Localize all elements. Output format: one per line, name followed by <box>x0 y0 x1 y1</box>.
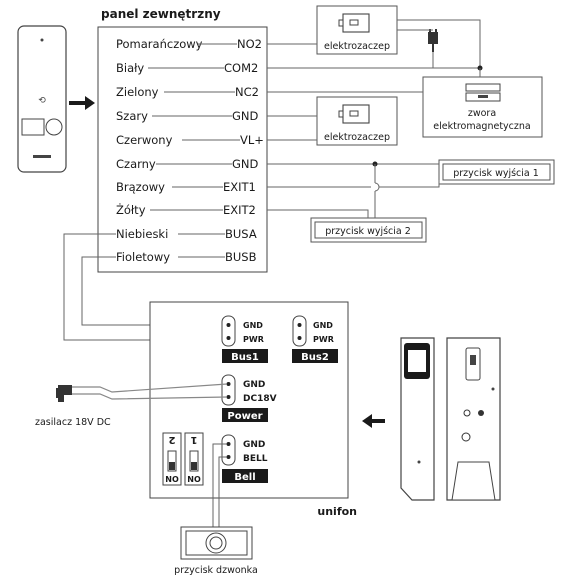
wire-color-label: Żółty <box>116 202 146 217</box>
arrow-left-icon <box>362 414 385 428</box>
plug-icon <box>428 29 438 52</box>
svg-text:⟲: ⟲ <box>38 96 46 106</box>
exit-button-2-label: przycisk wyjścia 2 <box>325 226 411 237</box>
wire-terminal-label: VL+ <box>240 133 264 147</box>
power-tag: Power <box>227 411 262 422</box>
exit-button-2: przycisk wyjścia 2 <box>310 217 427 243</box>
wire-color-label: Brązowy <box>116 180 165 194</box>
strike-label: elektrozaczep <box>324 41 390 52</box>
wire-color-label: Biały <box>116 61 144 75</box>
wire-terminal-label: EXIT2 <box>223 203 256 217</box>
wire-terminal-label: BUSB <box>225 250 257 264</box>
wire-terminal-label: EXIT1 <box>223 180 256 194</box>
wire-row-9: Fioletowy BUSB <box>116 250 257 264</box>
wire-row-8: Niebieski BUSA <box>116 227 257 241</box>
bell-pin2: BELL <box>243 454 268 464</box>
electromagnetic-lock: zwora elektromagnetyczna <box>422 76 543 138</box>
electric-strike-1: elektrozaczep <box>316 5 398 55</box>
wire-terminal-label: NC2 <box>235 85 259 99</box>
outdoor-panel-device: ⟲ <box>17 25 67 173</box>
handset-back <box>446 337 501 501</box>
dip-switch-1-state: NO <box>187 475 201 484</box>
bus1-pin2: PWR <box>243 335 264 344</box>
power-pin2: DC18V <box>243 394 277 404</box>
bus2-tag: Bus2 <box>301 352 329 363</box>
wire-row-4: Czerwony VL+ <box>116 133 264 147</box>
bell-terminal: GND BELL Bell <box>221 434 268 483</box>
wire-color-label: Pomarańczowy <box>116 37 203 51</box>
arrow-right-icon <box>69 96 95 110</box>
wire-row-6: Brązowy EXIT1 <box>116 180 256 194</box>
bus1-terminal: GND PWR Bus1 <box>221 315 268 363</box>
wire-terminal-label: COM2 <box>224 61 258 75</box>
wire-terminal-label: NO2 <box>237 37 262 51</box>
power-pin1: GND <box>243 380 265 390</box>
wire-row-0: Pomarańczowy NO2 <box>116 37 262 51</box>
wire-row-2: Zielony NC2 <box>116 85 259 99</box>
panel-title: panel zewnętrzny <box>101 7 221 21</box>
electric-strike-2: elektrozaczep <box>316 96 398 146</box>
wire-color-label: Szary <box>116 109 148 123</box>
bell-tag: Bell <box>234 472 255 483</box>
wire-row-7: Żółty EXIT2 <box>116 202 256 217</box>
wire-row-5: Czarny GND <box>116 157 259 171</box>
bell-pin1: GND <box>243 440 265 450</box>
wire-color-label: Zielony <box>116 85 159 99</box>
dip-switch-2-state: NO <box>165 475 179 484</box>
bus2-pin1: GND <box>313 321 333 330</box>
dip-switch-2: 2 NO <box>162 432 182 486</box>
unifon-box <box>149 301 349 499</box>
wire-terminal-label: BUSA <box>225 227 257 241</box>
wire-color-label: Czerwony <box>116 133 173 147</box>
dip-switch-1: 1 NO <box>184 432 204 486</box>
wire-row-1: Biały COM2 <box>116 61 258 75</box>
handset-front <box>400 337 435 501</box>
bell-button-label: przycisk dzwonka <box>174 565 258 576</box>
magnet-label-1: zwora <box>468 108 496 119</box>
wire-color-label: Niebieski <box>116 227 168 241</box>
bell-button: przycisk dzwonka <box>174 443 258 576</box>
bus2-pin2: PWR <box>313 335 334 344</box>
power-supply: zasilacz 18V DC <box>35 383 228 428</box>
unifon-brand: unifon <box>317 505 357 518</box>
dip-switch-1-number: 1 <box>190 434 197 445</box>
wire-terminal-label: GND <box>232 109 259 123</box>
wire-row-3: Szary GND <box>116 109 259 123</box>
strike-label: elektrozaczep <box>324 132 390 143</box>
bus2-terminal: GND PWR Bus2 <box>292 315 338 363</box>
wire-terminal-label: GND <box>232 157 259 171</box>
power-supply-label: zasilacz 18V DC <box>35 417 111 428</box>
exit-button-1-label: przycisk wyjścia 1 <box>453 168 539 179</box>
bus1-pin1: GND <box>243 321 263 330</box>
bus1-tag: Bus1 <box>231 352 259 363</box>
wire-color-label: Czarny <box>116 157 156 171</box>
dip-switch-2-number: 2 <box>168 434 175 445</box>
magnet-label-2: elektromagnetyczna <box>433 121 530 132</box>
exit-button-1: przycisk wyjścia 1 <box>438 159 555 185</box>
power-terminal: GND DC18V Power <box>221 374 277 422</box>
wire-color-label: Fioletowy <box>116 250 170 264</box>
